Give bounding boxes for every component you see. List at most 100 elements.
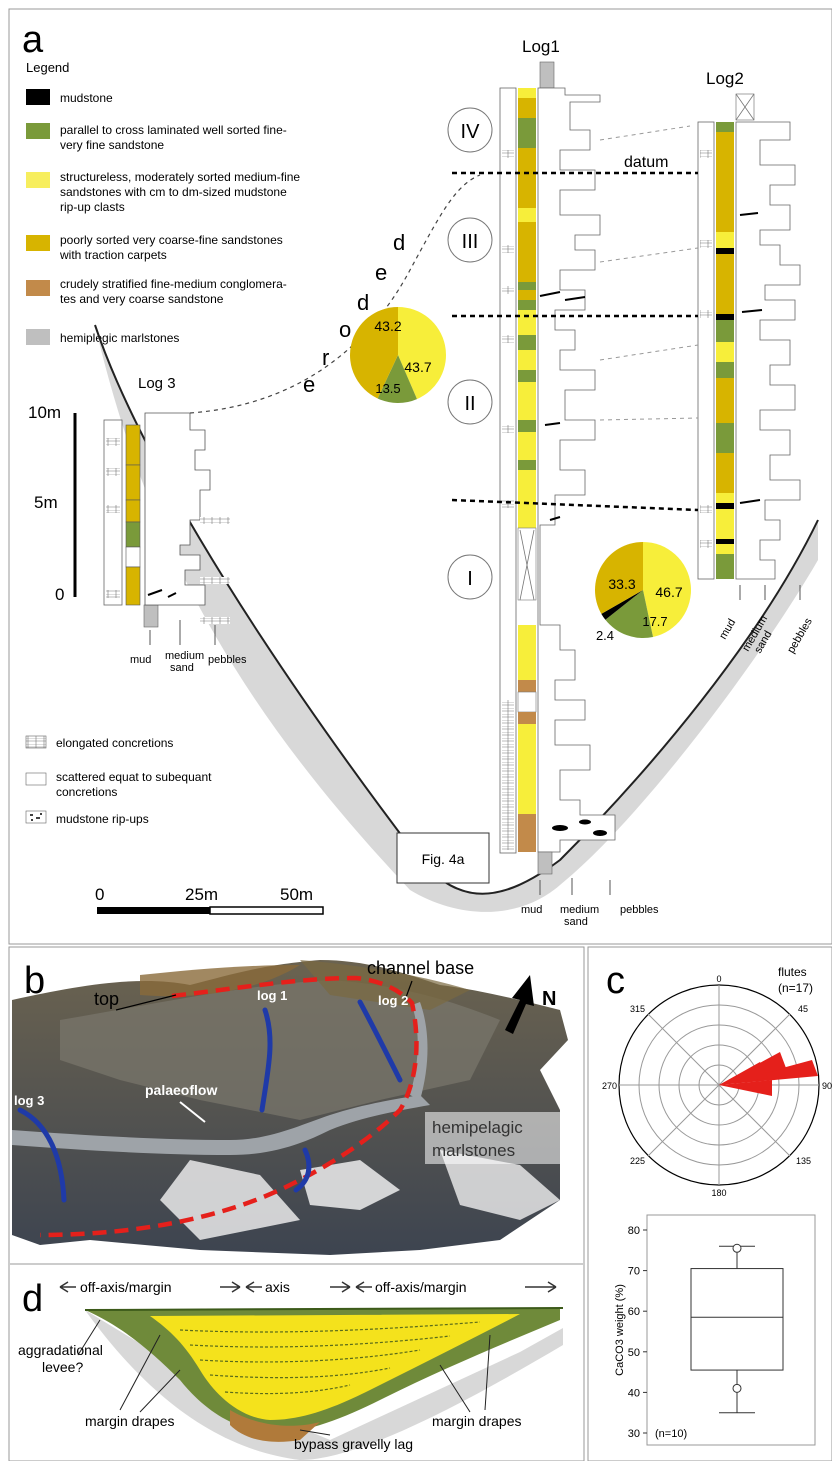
datum-label: datum <box>624 154 668 171</box>
rose-angle-225: 225 <box>630 1156 645 1166</box>
svg-text:r: r <box>322 345 329 370</box>
legend-label-structureless-2: sandstones with cm to dm-sized mudstone <box>60 185 287 199</box>
svg-text:o: o <box>339 317 351 342</box>
label-margin-drapes-left: margin drapes <box>85 1413 175 1429</box>
pie2-slice-3 <box>595 542 643 614</box>
legend: mudstone parallel to cross laminated wel… <box>26 89 300 345</box>
unit-III: III <box>462 231 479 253</box>
log2-column <box>697 93 801 600</box>
label-top: top <box>94 989 119 1009</box>
log3-medium-label: medium <box>165 650 204 662</box>
legend-swatch-conglomerate <box>26 280 50 296</box>
label-levee: levee? <box>42 1359 83 1375</box>
log3-mud-label: mud <box>130 654 151 666</box>
log1-pebbles-label: pebbles <box>620 904 659 916</box>
legend-label-fine-sandstone: parallel to cross laminated well sorted … <box>60 123 287 137</box>
rose-angle-0: 0 <box>716 974 721 984</box>
pie1-slice-2 <box>350 307 398 399</box>
zone-arrows <box>59 1281 557 1293</box>
rose-angle-45: 45 <box>798 1004 808 1014</box>
legend-label-marlstones: hemiplegic marlstones <box>60 331 179 345</box>
legend-elongated-concretions-swatch <box>25 735 47 749</box>
label-aggradational: aggradational <box>18 1342 103 1358</box>
eroded-line <box>189 174 481 414</box>
legend-elongated-concretions: elongated concretions <box>56 736 173 750</box>
scale-10m: 10m <box>28 403 61 422</box>
legend-label-structureless: structureless, moderately sorted medium-… <box>60 170 300 184</box>
legend-scattered-concretions-2: concretions <box>56 785 117 799</box>
north-arrow-icon <box>505 975 534 1034</box>
log3-pebbles-label: pebbles <box>208 654 247 666</box>
label-log3: log 3 <box>14 1093 44 1108</box>
scale-0: 0 <box>55 585 64 604</box>
rose-angle-315: 315 <box>630 1004 645 1014</box>
legend-label-structureless-3: rip-up clasts <box>60 200 125 214</box>
legend-swatch-mudstone <box>26 89 50 105</box>
rose-angle-180: 180 <box>711 1188 726 1198</box>
ytick-label-80: 80 <box>628 1225 640 1237</box>
label-marlstones: marlstones <box>432 1141 515 1160</box>
panel-b-letter: b <box>24 960 45 1002</box>
top-leader <box>115 994 177 1011</box>
log2-title: Log2 <box>706 69 744 88</box>
log3-sand-label: sand <box>170 662 194 674</box>
zone-off-axis-right: off-axis/margin <box>375 1279 467 1295</box>
ytick-label-50: 50 <box>628 1347 640 1359</box>
legend-scattered-concretions: scattered equat to subequant <box>56 770 212 784</box>
rose-angle-90: 90 <box>822 1081 832 1091</box>
boxplot-n-label: (n=10) <box>655 1428 687 1440</box>
legend-swatch-structureless <box>26 172 50 188</box>
label-hemipelagic: hemipelagic <box>432 1118 523 1137</box>
legend-label-coarse-sandstone: poorly sorted very coarse-fine sandstone… <box>60 233 283 247</box>
ytick-label-70: 70 <box>628 1266 640 1278</box>
channel-cross-section <box>84 1307 564 1460</box>
pie1-label-structureless: 43.7 <box>404 359 431 375</box>
label-log2: log 2 <box>378 993 408 1008</box>
legend-swatch-marlstones <box>26 329 50 345</box>
horizontal-scale-bar <box>97 906 324 915</box>
label-log1: log 1 <box>257 988 287 1003</box>
channel-shadow <box>95 325 818 912</box>
svg-text:e: e <box>303 372 315 397</box>
svg-text:e: e <box>375 260 387 285</box>
log-traces <box>17 999 403 1203</box>
pie1-label-fine: 13.5 <box>375 381 400 396</box>
log3-title: Log 3 <box>138 375 176 392</box>
unit-IV: IV <box>461 121 481 143</box>
pie2-label-coarse: 33.3 <box>608 576 635 592</box>
fig-ref-label: Fig. 4a <box>422 851 465 867</box>
outlier-0 <box>732 1243 742 1253</box>
panel-a-letter: a <box>22 19 44 61</box>
unit-circles: IV III II I <box>447 107 493 600</box>
ytick-label-60: 60 <box>628 1306 640 1318</box>
ytick-label-30: 30 <box>628 1428 640 1440</box>
legend-label-conglomerate-2: tes and very coarse sandstone <box>60 292 224 306</box>
scale-5m: 5m <box>34 493 58 512</box>
pie2-label-mud: 2.4 <box>596 628 614 643</box>
unit-I: I <box>467 568 473 590</box>
rose-diagram <box>618 984 820 1186</box>
pie1-slice-1 <box>377 355 417 403</box>
log1-mud-label: mud <box>521 904 542 916</box>
pie1-slice-0 <box>398 307 447 400</box>
box-iqr <box>690 1268 784 1371</box>
rose-angle-135: 135 <box>796 1156 811 1166</box>
channel-base-leader <box>404 980 413 1001</box>
svg-text:d: d <box>357 290 369 315</box>
pie1-label-coarse: 43.2 <box>374 318 401 334</box>
outlier-1 <box>732 1383 742 1393</box>
legend-swatch-coarse-sandstone <box>26 235 50 251</box>
panel-c-letter: c <box>606 960 625 1002</box>
north-label: N <box>542 988 556 1010</box>
palaeoflow-arrow <box>179 1101 206 1123</box>
legend-swatch-fine-sandstone <box>26 123 50 139</box>
rose-angle-270: 270 <box>602 1081 617 1091</box>
eroded-label: e r o d e d <box>303 230 405 397</box>
panel-d-leaders <box>77 1319 491 1436</box>
log1-top-marl <box>539 61 555 89</box>
pie2-slice-1 <box>605 590 654 638</box>
scale-h-50m: 50m <box>280 885 313 904</box>
label-palaeoflow: palaeoflow <box>145 1082 217 1098</box>
